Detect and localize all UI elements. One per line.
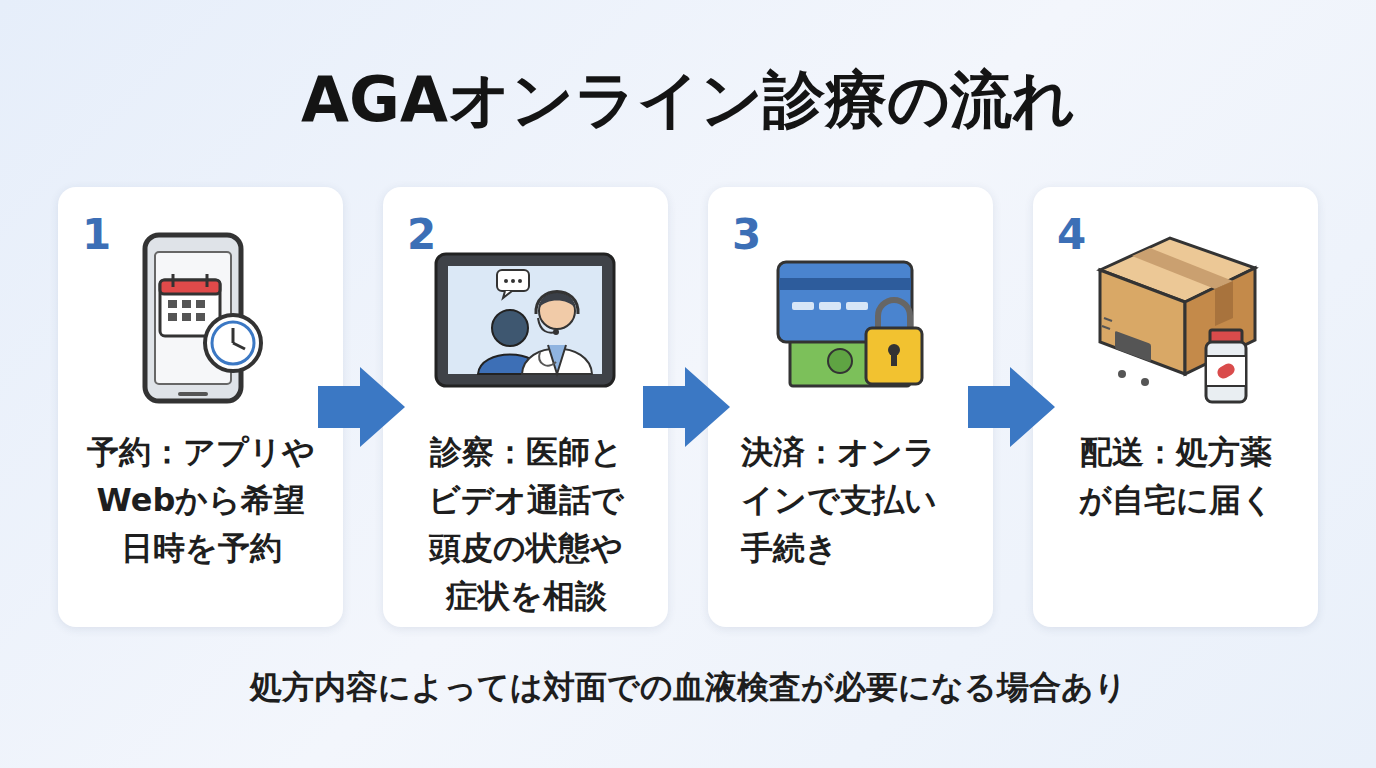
video-call-icon-part — [503, 291, 512, 298]
delivery-box-icon-part — [1100, 270, 1185, 374]
illustrations — [145, 235, 1255, 402]
video-call-icon-part — [539, 352, 556, 366]
video-call-icon-part — [511, 279, 515, 283]
step-description: 診察：医師と ビデオ通話で 頭皮の状態や 症状を相談 — [423, 428, 629, 620]
delivery-box-icon-part — [1210, 330, 1242, 343]
video-call-icon-part — [538, 318, 556, 333]
delivery-box-icon-part — [1206, 342, 1246, 402]
payment-icon-part — [888, 344, 900, 356]
payment-icon-part — [891, 352, 897, 366]
phone-calendar-icon-part — [206, 274, 209, 287]
phone-calendar-icon-part — [233, 343, 245, 349]
delivery-box-icon-part — [1102, 326, 1110, 329]
delivery-box-icon-part — [1104, 318, 1112, 321]
video-call-icon-part — [553, 329, 559, 335]
video-call-icon-part — [497, 270, 529, 291]
phone-calendar-icon-part — [145, 235, 241, 401]
phone-calendar-icon-part — [172, 274, 175, 287]
video-call-icon-part — [504, 279, 508, 283]
video-call-icon-part — [539, 293, 575, 329]
payment-icon — [778, 262, 922, 386]
step-description: 予約：アプリや Webから希望 日時を予約 — [82, 428, 320, 572]
delivery-box-icon — [1100, 238, 1255, 402]
step-description: 配送：処方薬 が自宅に届く — [1073, 428, 1279, 524]
step-card: 1 予約：アプリや Webから希望 日時を予約 — [58, 187, 343, 627]
phone-calendar-icon-part — [182, 300, 191, 308]
video-call-icon-part — [448, 266, 602, 374]
delivery-box-icon-part — [1115, 331, 1151, 362]
delivery-box-icon-part — [1141, 378, 1149, 386]
phone-calendar-icon-part — [196, 300, 205, 308]
video-call-icon — [436, 254, 614, 386]
phone-calendar-icon-part — [212, 322, 254, 364]
phone-calendar-icon-part — [155, 252, 231, 384]
diagram-caption: 処方内容によっては対面での血液検査が必要になる場合あり — [0, 665, 1376, 709]
connectors — [318, 367, 1055, 447]
video-call-icon-part — [539, 293, 575, 308]
phone-calendar-icon-part — [160, 280, 220, 294]
delivery-box-icon-part — [1206, 356, 1246, 386]
delivery-box-icon-part — [1132, 248, 1233, 289]
step-number: 3 — [732, 211, 761, 259]
diagram-title: AGAオンライン診療の流れ — [0, 62, 1376, 138]
video-call-icon-part — [492, 310, 528, 346]
phone-calendar-icon-part — [232, 328, 235, 343]
video-call-icon-part — [536, 292, 578, 315]
phone-calendar-icon — [145, 235, 261, 401]
step-card: 4 配送：処方薬 が自宅に届く — [1033, 187, 1318, 627]
payment-icon-part — [790, 336, 910, 386]
phone-calendar-icon-part — [160, 280, 220, 336]
delivery-box-icon-part — [1118, 370, 1126, 378]
delivery-box-icon-part — [1185, 268, 1255, 374]
phone-calendar-icon-part — [168, 313, 177, 321]
payment-icon-part — [866, 328, 922, 384]
phone-calendar-icon-part — [196, 313, 205, 321]
flow-arrow — [643, 367, 730, 447]
step-number: 2 — [407, 211, 436, 259]
flow-arrow — [968, 367, 1055, 447]
phone-calendar-icon-part — [182, 313, 191, 321]
step-description: 決済：オンラ インで支払い 手続き — [741, 428, 947, 572]
payment-icon-part — [828, 349, 852, 373]
payment-icon-part — [778, 262, 912, 342]
video-call-icon-part — [436, 254, 614, 386]
step-card: 2 診察：医師と ビデオ通話で 頭皮の状態や 症状を相談 — [383, 187, 668, 627]
step-card: 3 決済：オンラ インで支払い 手続き — [708, 187, 993, 627]
delivery-box-icon-part — [1100, 238, 1255, 302]
video-call-icon-part — [478, 355, 542, 375]
step-number: 4 — [1057, 211, 1086, 259]
phone-calendar-icon-part — [178, 392, 208, 396]
payment-icon-part — [779, 278, 911, 290]
phone-calendar-icon-part — [168, 300, 177, 308]
payment-icon-part — [819, 302, 841, 310]
flow-arrow — [318, 367, 405, 447]
video-call-icon-part — [548, 345, 566, 374]
delivery-box-icon-part — [1215, 361, 1237, 380]
payment-icon-part — [792, 302, 814, 310]
delivery-box-icon-part — [1215, 281, 1233, 326]
phone-calendar-icon-part — [205, 315, 261, 371]
payment-icon-part — [878, 300, 910, 332]
video-call-icon-part — [518, 279, 522, 283]
payment-icon-part — [846, 302, 868, 310]
step-number: 1 — [82, 211, 111, 259]
video-call-icon-part — [522, 349, 592, 375]
